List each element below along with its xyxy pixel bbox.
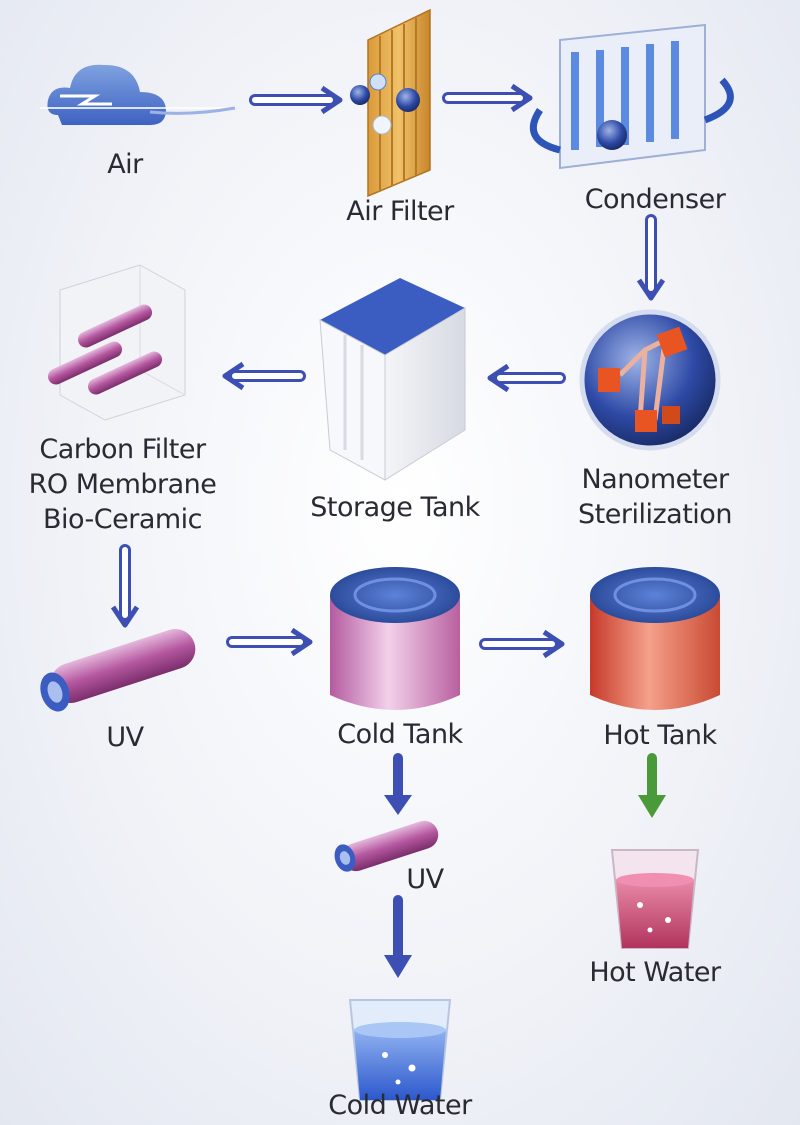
label-air: Air bbox=[107, 149, 143, 180]
condenser-icon bbox=[529, 23, 734, 170]
label-nanometer-line2: Sterilization bbox=[578, 499, 732, 530]
cold-water-glass-icon bbox=[348, 999, 452, 1101]
nanometer-sterilization-icon bbox=[579, 309, 721, 451]
arrow-uv-to-cold-water bbox=[384, 895, 412, 978]
label-air-filter: Air Filter bbox=[346, 196, 454, 227]
uv-lamp-icon bbox=[40, 629, 196, 712]
label-nanometer-line1: Nanometer bbox=[581, 464, 729, 495]
label-bio-ceramic: Bio-Ceramic bbox=[42, 504, 203, 535]
label-cold-water: Cold Water bbox=[328, 1090, 472, 1121]
arrow-hot-tank-to-hot-water bbox=[638, 753, 666, 818]
label-uv-cold: UV bbox=[406, 864, 444, 895]
label-carbon-filter: Carbon Filter bbox=[39, 434, 206, 465]
filter-cartridges-icon bbox=[47, 264, 186, 421]
storage-tank-icon bbox=[319, 278, 466, 481]
arrow-cold-to-hot-tank bbox=[479, 629, 565, 659]
hot-tank-icon bbox=[590, 567, 720, 710]
label-nanometer-sterilization: Nanometer Sterilization bbox=[540, 462, 770, 532]
label-uv-main: UV bbox=[106, 722, 144, 753]
flow-arrows bbox=[110, 83, 666, 978]
arrow-air-to-filter bbox=[249, 85, 343, 115]
label-hot-water: Hot Water bbox=[589, 957, 721, 988]
arrow-nanometer-to-storage bbox=[487, 363, 566, 393]
arrow-condenser-to-nanometer bbox=[636, 214, 666, 301]
air-cloud-icon bbox=[40, 64, 236, 125]
cold-tank-icon bbox=[330, 567, 460, 710]
arrow-filters-to-uv bbox=[110, 544, 140, 628]
arrow-storage-to-filters bbox=[222, 361, 306, 391]
label-condenser: Condenser bbox=[584, 184, 726, 215]
label-filters: Carbon Filter RO Membrane Bio-Ceramic bbox=[5, 432, 240, 537]
label-ro-membrane: RO Membrane bbox=[28, 469, 217, 500]
arrow-cold-tank-to-uv bbox=[384, 753, 412, 815]
label-storage-tank: Storage Tank bbox=[310, 492, 480, 523]
hot-water-glass-icon bbox=[610, 849, 700, 949]
arrow-uv-to-cold-tank bbox=[226, 627, 313, 657]
air-filter-icon bbox=[350, 8, 431, 198]
arrow-filter-to-condenser bbox=[442, 83, 533, 113]
uv-cold-lamp-icon bbox=[334, 820, 439, 872]
label-hot-tank: Hot Tank bbox=[603, 720, 717, 751]
label-cold-tank: Cold Tank bbox=[337, 719, 463, 750]
